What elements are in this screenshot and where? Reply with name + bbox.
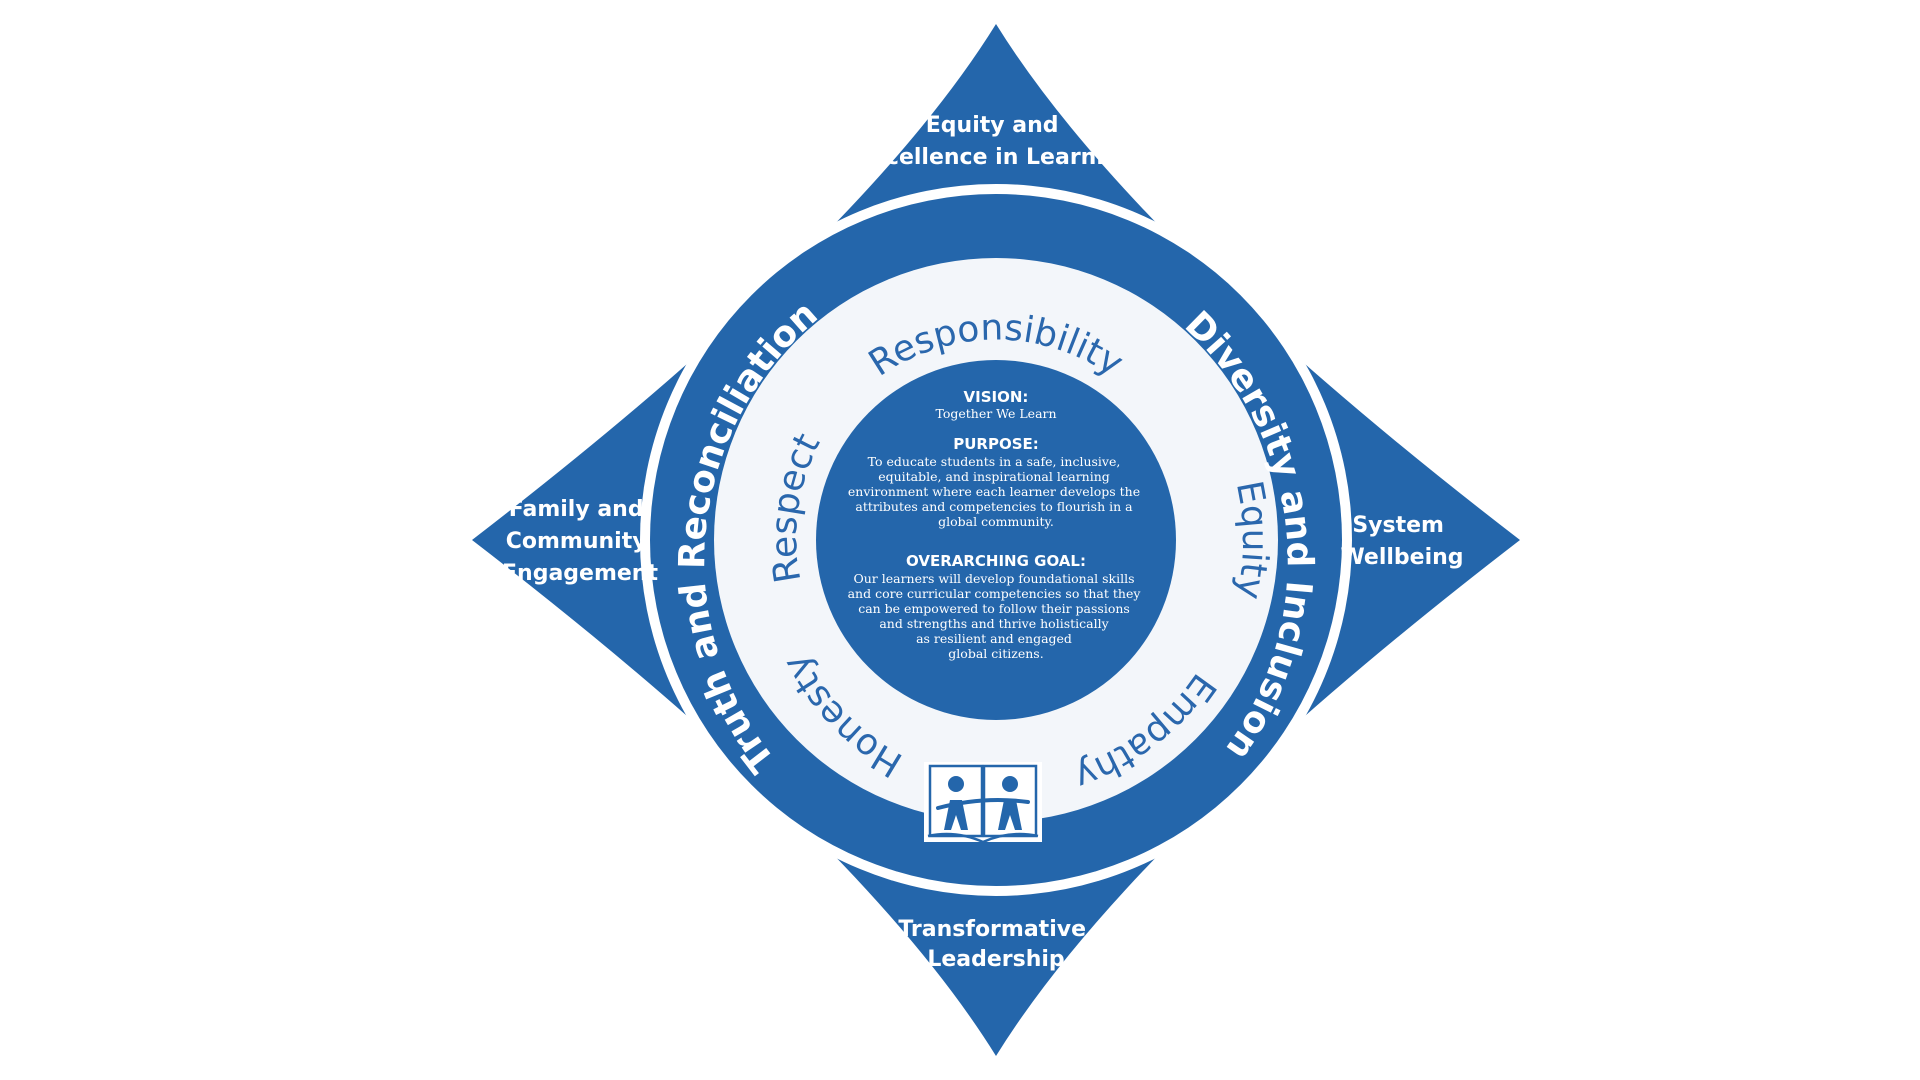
vision-text: Together We Learn xyxy=(935,406,1056,421)
purpose-text: To educate students in a safe, inclusive… xyxy=(848,454,1144,529)
center-circle xyxy=(816,360,1176,720)
goal-heading: OVERARCHING GOAL: xyxy=(906,552,1086,570)
value-equity: Equity xyxy=(1228,478,1275,603)
center-text: VISION: Together We Learn PURPOSE: To ed… xyxy=(848,388,1145,661)
vision-heading: VISION: xyxy=(964,388,1029,406)
quadrant-top-label: Equity and Excellence in Learning xyxy=(857,113,1136,170)
quadrant-right-label: System Wellbeing xyxy=(1340,513,1463,570)
goal-text: Our learners will develop foundational s… xyxy=(848,571,1145,661)
open-book-two-figures-icon xyxy=(924,762,1042,844)
quadrant-left-label: Family and Community Engagement xyxy=(502,497,658,586)
purpose-heading: PURPOSE: xyxy=(953,435,1039,453)
quadrant-bottom-label: Transformative Leadership xyxy=(898,917,1093,972)
